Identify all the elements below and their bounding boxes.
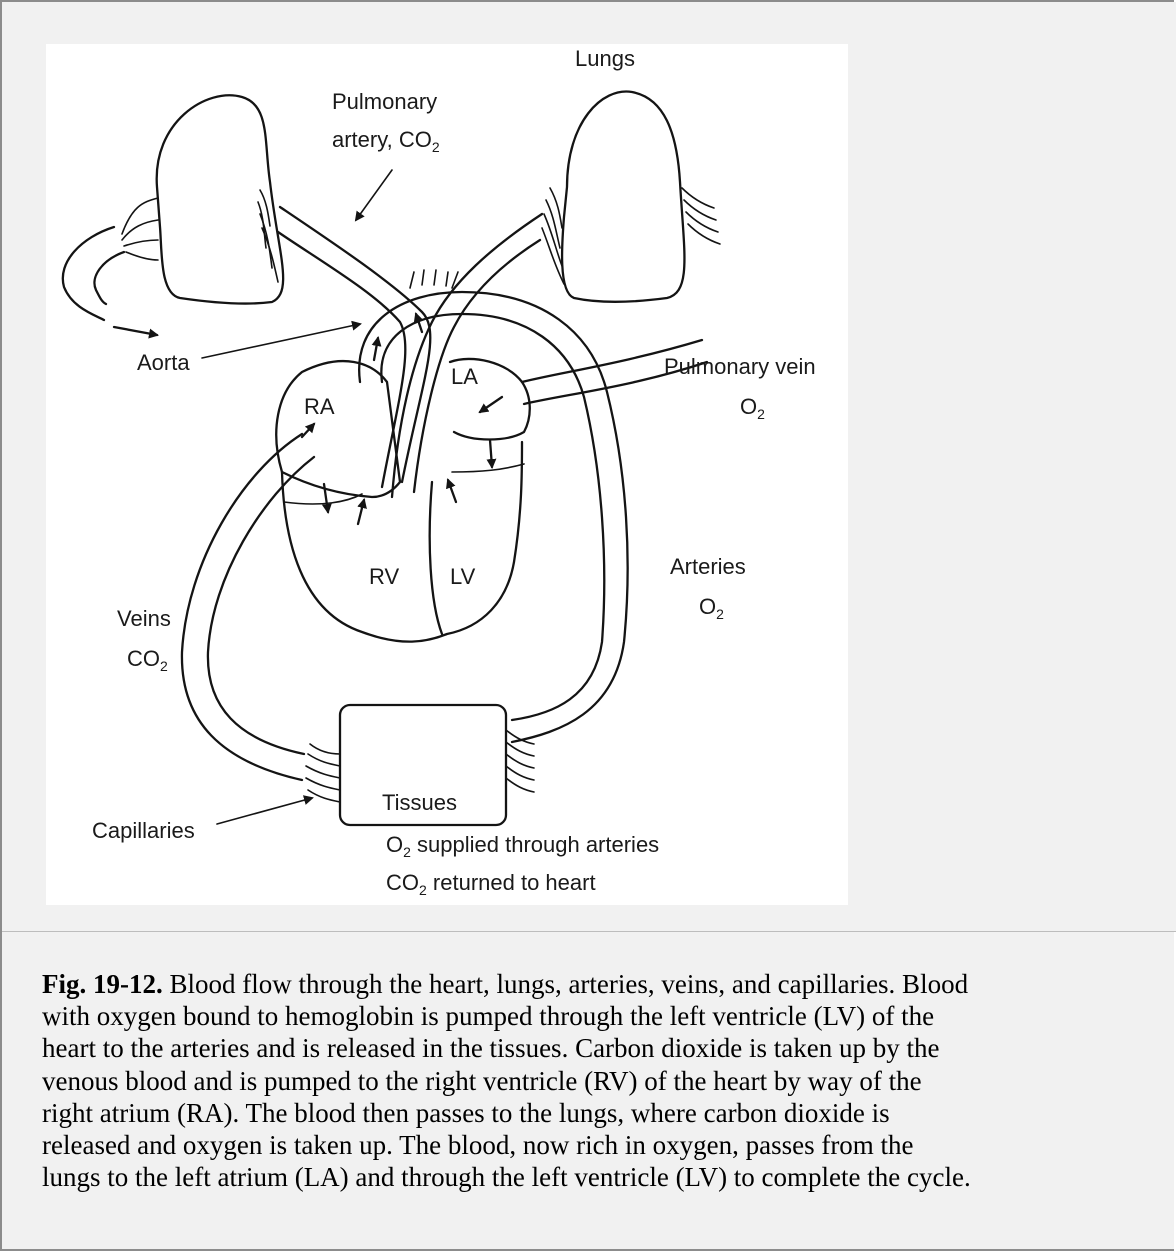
pulmonary-artery-label-2: artery, CO2 (332, 127, 440, 155)
figure-caption: Fig. 19-12. Blood flow through the heart… (42, 968, 1152, 1193)
right-lung-capillaries (542, 188, 720, 284)
veins-label-1: Veins (117, 606, 171, 631)
left-lung-capillaries (122, 190, 278, 282)
ventricular-septum (430, 482, 442, 634)
veins-label-2: CO2 (127, 646, 168, 674)
caption-line-7: lungs to the left atrium (LA) and throug… (42, 1162, 971, 1192)
right-lung (562, 92, 684, 302)
lv-label: LV (450, 564, 476, 589)
tissues-label: Tissues (382, 790, 457, 815)
la-label: LA (451, 364, 478, 389)
caption-line-4: venous blood and is pumped to the right … (42, 1066, 922, 1096)
co2-returned-label: CO2 returned to heart (386, 870, 596, 898)
figure-number: Fig. 19-12. (42, 969, 163, 999)
arteries-label-2: O2 (699, 594, 724, 622)
aorta-pointer (202, 324, 360, 358)
caption-line-5: right atrium (RA). The blood then passes… (42, 1098, 890, 1128)
caption-line-1: Blood flow through the heart, lungs, art… (163, 969, 968, 999)
pulmonary-artery-label-1: Pulmonary (332, 89, 437, 114)
caption-line-6: released and oxygen is taken up. The blo… (42, 1130, 914, 1160)
left-lung-return-loop (63, 227, 114, 320)
caption-line-2: with oxygen bound to hemoglobin is pumpe… (42, 1001, 934, 1031)
pulmonary-artery-pointer (356, 170, 392, 220)
aortic-arch (359, 292, 627, 742)
rv-label: RV (369, 564, 399, 589)
capillaries-pointer (217, 798, 312, 824)
o2-supplied-label: O2 supplied through arteries (386, 832, 659, 860)
capillaries-label: Capillaries (92, 818, 195, 843)
aorta-label: Aorta (137, 350, 190, 375)
pulmonary-vein-tube (392, 214, 542, 497)
arteries-label-1: Arteries (670, 554, 746, 579)
ra-label: RA (304, 394, 335, 419)
lungs-label: Lungs (575, 46, 635, 71)
pulmonary-vein-label-2: O2 (740, 394, 765, 422)
pulmonary-vein-label-1: Pulmonary vein (664, 354, 816, 379)
caption-line-3: heart to the arteries and is released in… (42, 1033, 940, 1063)
